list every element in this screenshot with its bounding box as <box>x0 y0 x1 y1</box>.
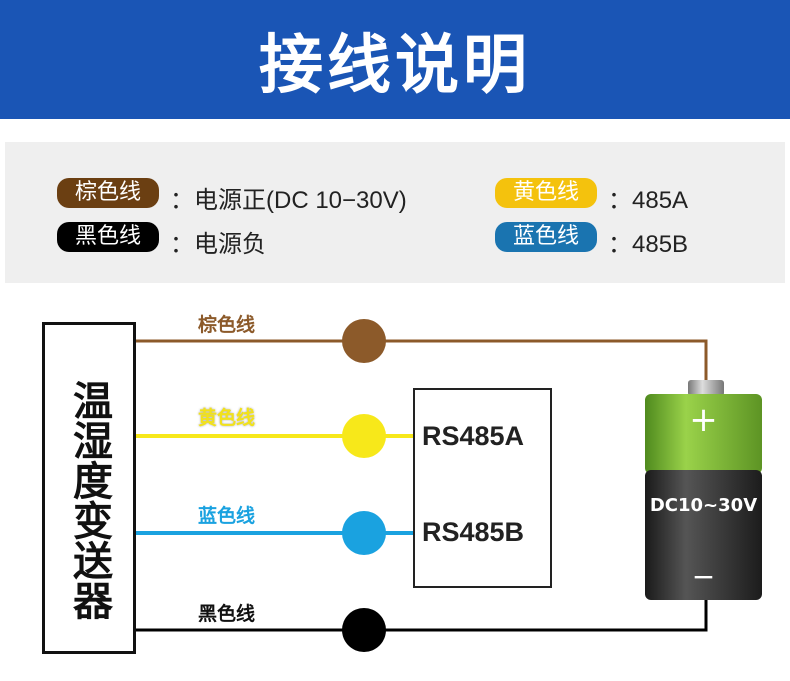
legend-badge-yellow: 黄色线 <box>495 178 597 208</box>
rs485b-label: RS485B <box>422 517 525 547</box>
battery-minus: − <box>691 560 716 593</box>
legend-panel <box>5 142 785 283</box>
battery-voltage: DC10~30V <box>649 495 758 516</box>
brown-terminal <box>342 319 386 363</box>
brown-wire <box>133 339 708 385</box>
yellow-terminal <box>342 414 386 458</box>
blue-terminal <box>342 511 386 555</box>
legend-desc-yellow: ：485A <box>608 187 689 214</box>
battery-plus: + <box>689 400 718 440</box>
battery-green-section <box>645 394 762 474</box>
header-banner <box>0 0 790 119</box>
black-terminal <box>342 608 386 652</box>
wire-label-brown: 棕色线 <box>198 314 256 336</box>
rs485-module <box>413 388 552 588</box>
rs485a-label: RS485A <box>422 421 525 451</box>
page-title: 接线说明 <box>259 29 531 103</box>
legend-desc-blue: ：485B <box>608 231 689 258</box>
wire-label-blue: 蓝色线 <box>198 505 256 527</box>
wire-label-black: 黑色线 <box>198 603 256 625</box>
legend-badge-blue: 蓝色线 <box>495 222 597 252</box>
sensor-label: 温湿度变送器 <box>66 380 112 620</box>
wire-label-yellow: 黄色线 <box>198 407 256 429</box>
legend-desc-brown: ：电源正(DC 10−30V) <box>170 187 407 214</box>
battery-cap <box>688 380 724 396</box>
black-wire <box>133 598 708 632</box>
legend-desc-black: ：电源负 <box>170 231 266 258</box>
legend-badge-brown: 棕色线 <box>57 178 159 208</box>
legend-badge-black: 黑色线 <box>57 222 159 252</box>
battery-dark-section <box>645 470 762 600</box>
sensor-box <box>42 322 136 654</box>
